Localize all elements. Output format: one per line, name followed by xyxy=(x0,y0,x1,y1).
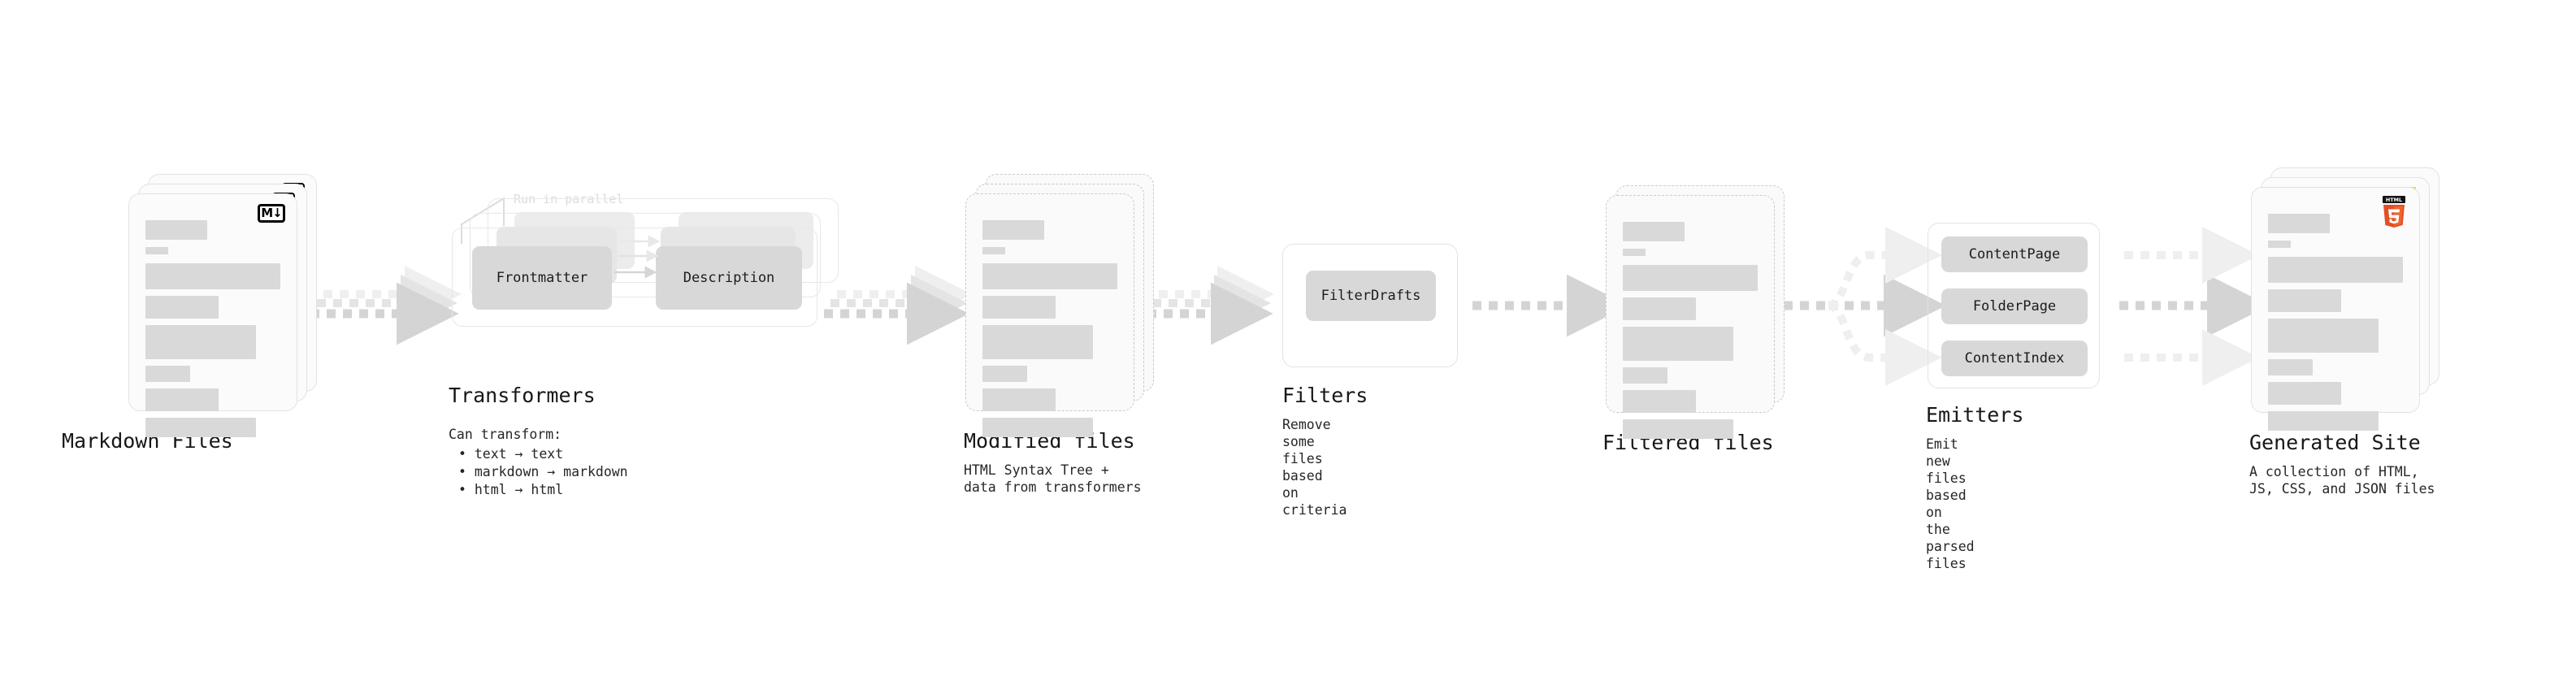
markdown-card-stack: M↓ M↓ M↓ xyxy=(128,174,317,437)
generated-card-stack: CSS HTML xyxy=(2251,167,2443,431)
content-line xyxy=(145,263,280,289)
run-in-parallel-label: Run in parallel xyxy=(514,192,624,206)
transformer-card-front: Frontmatter Description xyxy=(452,228,817,327)
emitter-node-contentindex[interactable]: ContentIndex xyxy=(1941,340,2088,376)
emitter-node-folderpage[interactable]: FolderPage xyxy=(1941,288,2088,324)
filters-group-box: FilterDrafts xyxy=(1282,244,1458,367)
content-line xyxy=(982,388,1056,411)
connector-filtered-files-to-emitters xyxy=(1784,227,1946,386)
connector-markdown-to-transformers xyxy=(310,266,462,345)
content-line xyxy=(145,220,208,240)
content-line xyxy=(145,388,219,411)
card-content-lines xyxy=(1623,222,1758,439)
generated-card-front: HTML xyxy=(2251,187,2420,431)
transformer-node-frontmatter[interactable]: Frontmatter xyxy=(472,246,612,310)
stage-modified-files: Modified files HTML Syntax Tree + data f… xyxy=(964,174,1154,495)
stage-title-emitters: Emitters xyxy=(1926,403,2024,427)
modified-card-stack xyxy=(965,174,1154,437)
content-line xyxy=(1623,390,1696,413)
svg-text:HTML: HTML xyxy=(2386,197,2402,203)
content-line xyxy=(145,247,169,254)
card-content-lines xyxy=(145,220,280,437)
content-line xyxy=(1623,419,1734,439)
markdown-card-front: M↓ xyxy=(128,193,297,437)
transformer-node-description[interactable]: Description xyxy=(656,246,802,310)
stage-transformers: Run in parallel Frontmatter Description xyxy=(449,192,839,497)
connector-emitters-to-generated-site xyxy=(2119,227,2270,386)
content-line xyxy=(145,366,190,382)
bullet-item: markdown → markdown xyxy=(449,463,628,481)
content-line xyxy=(982,366,1027,382)
content-line xyxy=(145,296,219,319)
content-line xyxy=(1623,327,1734,361)
content-line xyxy=(982,247,1006,254)
stage-title-generated-site: Generated Site xyxy=(2249,431,2421,454)
bullet-item: text → text xyxy=(449,445,628,463)
content-line xyxy=(1623,265,1758,291)
content-line xyxy=(145,418,257,437)
modified-files-subtitle: HTML Syntax Tree + data from transformer… xyxy=(964,462,1142,495)
stage-filtered-files: Filtered files xyxy=(1602,185,1785,454)
filters-subtitle: Remove some files based on criteria xyxy=(1282,417,1347,518)
emitter-node-contentpage[interactable]: ContentPage xyxy=(1941,236,2088,272)
transformer-card-stack: Frontmatter Description xyxy=(452,198,839,327)
content-line xyxy=(2268,241,2292,248)
content-line xyxy=(982,220,1045,240)
card-content-lines xyxy=(982,220,1117,437)
content-line xyxy=(982,296,1056,319)
modified-card-front xyxy=(965,193,1134,437)
filtered-card-stack xyxy=(1606,185,1785,439)
content-line xyxy=(2268,359,2313,375)
content-line xyxy=(2268,289,2341,312)
html5-badge-icon: HTML xyxy=(2380,196,2408,228)
markdown-badge-icon: M↓ xyxy=(258,204,285,223)
emitters-subtitle: Emit new files based on the parsed files xyxy=(1926,436,1975,571)
filter-node-filterdrafts[interactable]: FilterDrafts xyxy=(1306,271,1436,321)
content-line xyxy=(982,418,1094,437)
generated-site-subtitle: A collection of HTML, JS, CSS, and JSON … xyxy=(2249,464,2435,497)
transformers-subtitle: Can transform: xyxy=(449,427,562,442)
stage-generated-site: CSS HTML Gener xyxy=(2249,167,2443,497)
emitters-group-box: ContentPage FolderPage ContentIndex xyxy=(1928,223,2100,388)
card-content-lines xyxy=(2268,214,2403,431)
content-line xyxy=(982,325,1094,359)
content-line xyxy=(982,263,1117,289)
connector-transformers-to-modified-files xyxy=(824,266,972,345)
content-line xyxy=(2268,411,2379,431)
transformers-bullet-list: text → text markdown → markdown html → h… xyxy=(449,445,628,499)
stage-markdown-files: M↓ M↓ M↓ Markdown Files xyxy=(62,174,317,453)
content-line xyxy=(2268,257,2403,283)
stage-title-transformers: Transformers xyxy=(449,384,596,407)
content-line xyxy=(1623,222,1685,241)
content-line xyxy=(1623,367,1667,384)
content-line xyxy=(145,325,257,359)
filtered-card-front xyxy=(1606,195,1775,439)
content-line xyxy=(1623,249,1646,256)
content-line xyxy=(2268,319,2379,353)
content-line xyxy=(1623,297,1696,320)
content-line xyxy=(2268,382,2341,405)
bullet-item: html → html xyxy=(449,481,628,499)
content-line xyxy=(2268,214,2331,233)
stage-title-filters: Filters xyxy=(1282,384,1368,407)
